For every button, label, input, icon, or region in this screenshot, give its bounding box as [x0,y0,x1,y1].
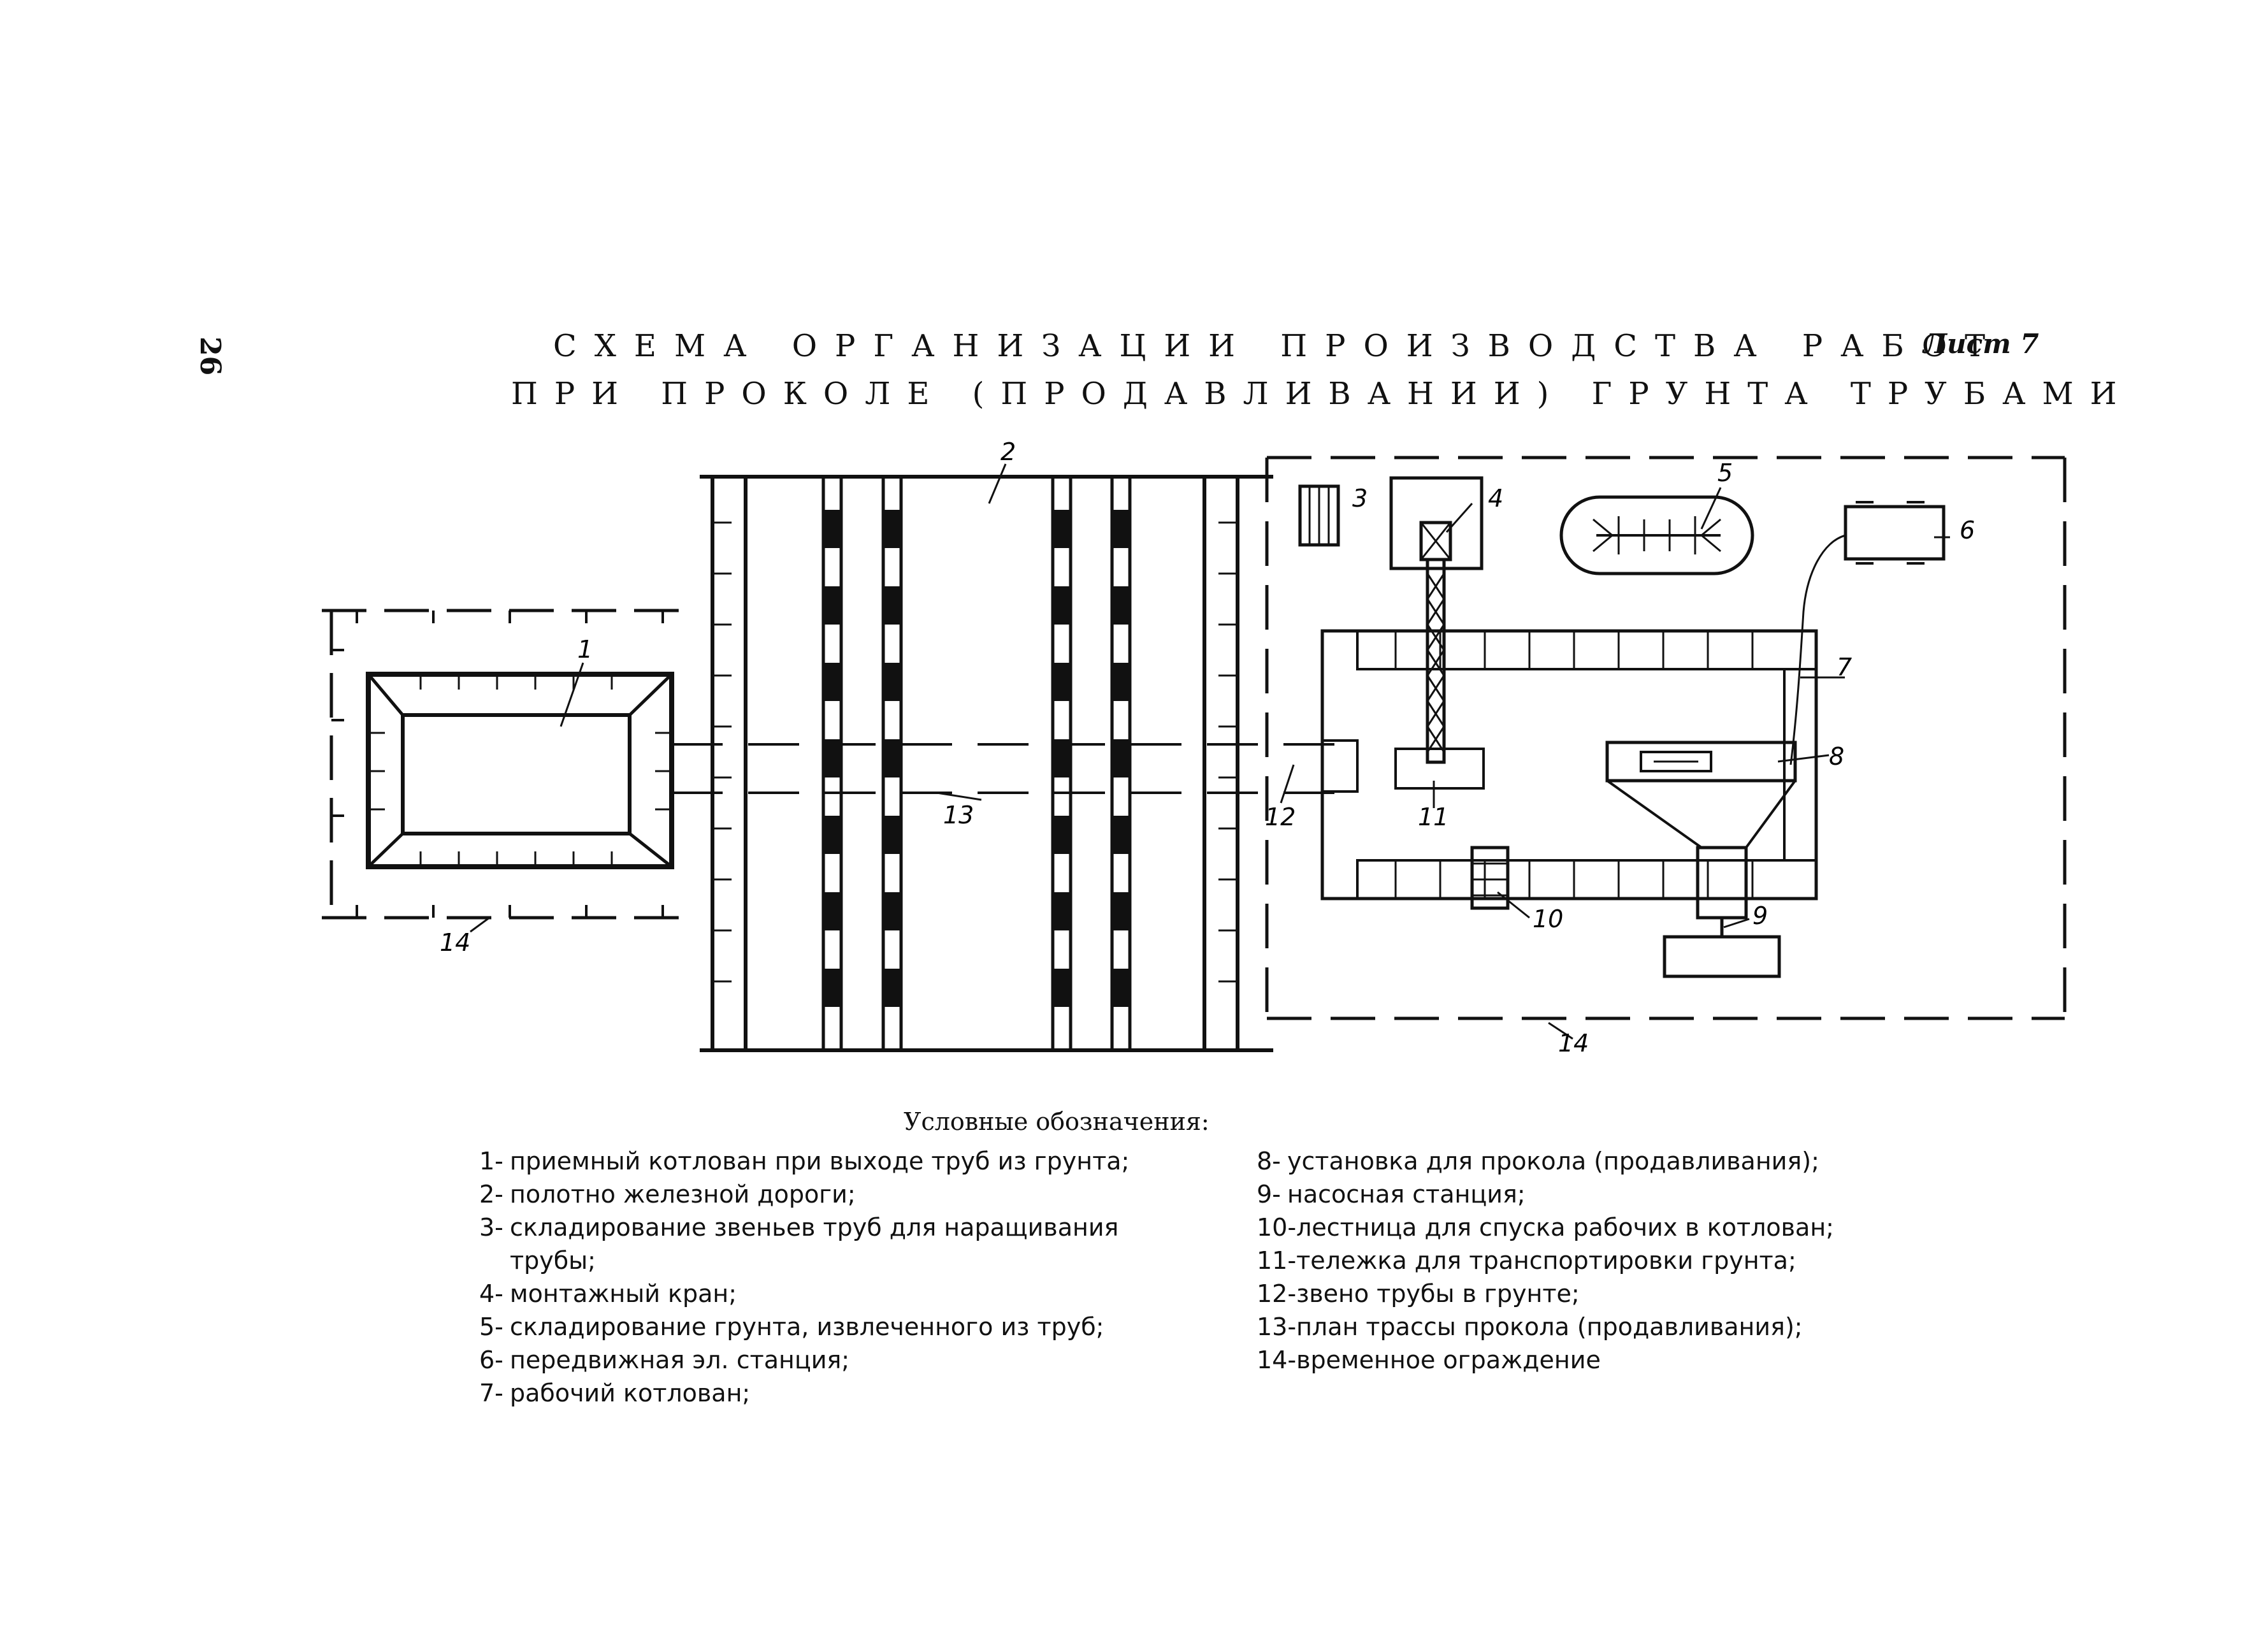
label-7: 7 [1837,653,1852,681]
rail-sleepers [823,510,1130,1007]
legend-item: 13-план трассы прокола (продавливания); [1257,1310,2021,1343]
legend-item-number: 7- [479,1379,503,1407]
legend-item-number: 12- [1257,1280,1297,1308]
legend-item-number: 9- [1257,1180,1281,1208]
legend-item-text: насосная станция; [1287,1180,1526,1208]
label-9: 9 [1752,902,1768,930]
temporary-fence-right [1265,456,2067,1020]
pump-station [1663,846,1781,978]
legend-item: 2-полотно железной дороги; [479,1178,1212,1211]
legend-item: 6-передвижная эл. станция; [479,1343,1212,1377]
railway-bed [700,475,1273,1052]
legend-item-number: 2- [479,1180,503,1208]
temporary-fence-left [322,609,681,920]
legend-item-text: передвижная эл. станция; [510,1346,850,1374]
legend-item: 5-складирование грунта, извлеченного из … [479,1310,1212,1343]
label-4: 4 [1488,484,1503,512]
legend-item: 10-лестница для спуска рабочих в котлова… [1257,1211,2021,1244]
legend-item: 7-рабочий котлован; [479,1377,1212,1410]
legend-item: 3-складирование звеньев труб для наращив… [479,1211,1212,1277]
legend-item: 8-установка для прокола (продавливания); [1257,1145,2021,1178]
soil-trolley [1394,748,1485,790]
label-6: 6 [1960,516,1975,544]
legend-item: 4-монтажный кран; [479,1277,1212,1310]
legend-item-text: полотно железной дороги; [510,1180,856,1208]
legend-item-number: 11- [1257,1247,1297,1275]
legend-left-column: 1-приемный котлован при выходе труб из г… [479,1145,1212,1410]
label-14-left: 14 [440,929,470,957]
legend-item: 12-звено трубы в грунте; [1257,1277,2021,1310]
pipe-stack-storage [1298,484,1340,547]
pipe-route-line [672,743,1345,794]
legend-item-number: 1- [479,1147,503,1175]
sheet-number: Лист 7 [1923,328,2039,359]
label-1: 1 [577,635,593,663]
mounting-crane [1389,476,1484,764]
legend-title: Условные обозначения: [904,1108,1210,1136]
legend-item: 14-временное ограждение [1257,1343,2021,1377]
pressing-unit [1605,741,1797,849]
legend-item-number: 14- [1257,1346,1297,1374]
legend-item: 1-приемный котлован при выходе труб из г… [479,1145,1212,1178]
label-3: 3 [1352,484,1368,512]
legend-item-text: лестница для спуска рабочих в котлован; [1296,1213,1834,1241]
label-12: 12 [1265,803,1296,831]
legend-item-text: временное ограждение [1296,1346,1601,1374]
legend-item-text: тележка для транспортировки грунта; [1296,1247,1796,1275]
label-11: 11 [1418,803,1448,831]
legend-item-text: складирование звеньев труб для наращиван… [510,1213,1119,1275]
receiving-pit [366,672,674,869]
legend-item-number: 5- [479,1313,503,1341]
legend-item-text: план трассы прокола (продавливания); [1296,1313,1803,1341]
legend-item-text: звено трубы в грунте; [1296,1280,1580,1308]
label-13: 13 [943,801,974,829]
legend-item-number: 3- [479,1213,503,1241]
legend-item-number: 13- [1257,1313,1297,1341]
legend-item: 9-насосная станция; [1257,1178,2021,1211]
legend-item-text: рабочий котлован; [510,1379,751,1407]
legend-item-number: 6- [479,1346,503,1374]
site-plan-diagram: 1 2 3 4 5 6 7 8 9 10 11 12 13 14 14 [322,438,2067,1057]
mobile-power-station [1789,501,1946,765]
legend-item-number: 8- [1257,1147,1281,1175]
embankment-ticks [712,521,1238,983]
label-14-right: 14 [1558,1029,1589,1057]
leader-lines [470,463,1950,1040]
fence-ticks-left [331,611,664,918]
label-8: 8 [1829,742,1844,770]
label-2: 2 [1000,438,1016,466]
legend-item-text: установка для прокола (продавливания); [1287,1147,1819,1175]
working-pit [1320,629,1818,900]
legend-item-number: 10- [1257,1213,1297,1241]
legend-right-column: 8-установка для прокола (продавливания);… [1257,1145,2021,1377]
legend-item: 11-тележка для транспортировки грунта; [1257,1244,2021,1277]
legend-item-text: монтажный кран; [510,1280,737,1308]
title-line-1: СХЕМА ОРГАНИЗАЦИИ ПРОИЗВОДСТВА РАБОТ [553,328,2004,364]
soil-storage [1559,495,1754,575]
label-10: 10 [1533,905,1563,933]
legend-item-text: приемный котлован при выходе труб из гру… [510,1147,1130,1175]
legend-item-text: складирование грунта, извлеченного из тр… [510,1313,1104,1341]
label-5: 5 [1717,459,1733,487]
legend-item-number: 4- [479,1280,503,1308]
title-line-2: ПРИ ПРОКОЛЕ (ПРОДАВЛИВАНИИ) ГРУНТА ТРУБА… [511,376,2134,412]
